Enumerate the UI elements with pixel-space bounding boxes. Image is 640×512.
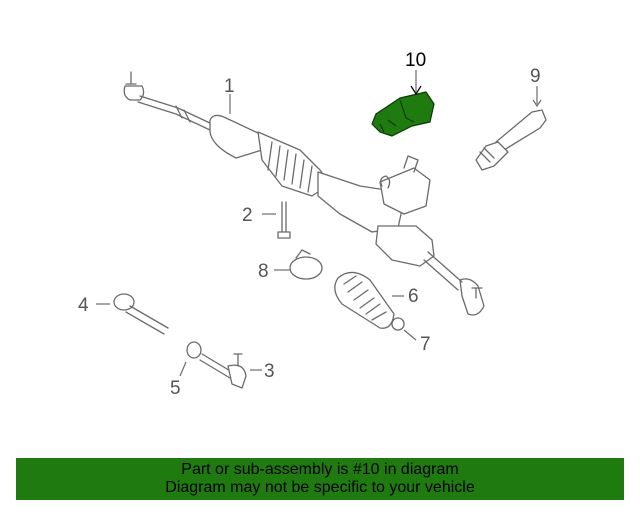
callout-6: 6	[408, 286, 419, 307]
callout-5: 5	[170, 378, 181, 399]
part-5-jam-nut[interactable]	[179, 341, 202, 377]
callout-9: 9	[530, 66, 541, 87]
banner-line-disclaimer: Diagram may not be specific to your vehi…	[165, 479, 475, 496]
callout-3: 3	[264, 361, 275, 382]
part-10-bracket[interactable]	[371, 70, 435, 137]
part-6-boot[interactable]	[334, 271, 404, 329]
callout-1: 1	[224, 76, 235, 97]
parts-diagram: 1 2 3 4 5 6 7 8 9 10	[78, 50, 547, 399]
callout-7: 7	[420, 334, 431, 355]
part-4-inner-tie-rod[interactable]	[96, 293, 169, 335]
part-2-bolt[interactable]	[262, 201, 291, 239]
part-1-steering-rack[interactable]	[123, 71, 485, 316]
callout-2: 2	[242, 205, 253, 226]
banner-line-part: Part or sub-assembly is #10 in diagram	[181, 461, 459, 478]
callout-10: 10	[405, 50, 426, 71]
part-3-outer-tie-rod-end[interactable]	[199, 353, 262, 389]
part-8-clamp[interactable]	[274, 249, 323, 280]
part-info-banner: Part or sub-assembly is #10 in diagram D…	[16, 458, 624, 500]
callout-8: 8	[258, 261, 269, 282]
part-7-nut[interactable]	[391, 317, 417, 341]
part-9-intermediate-shaft[interactable]	[475, 86, 547, 171]
callout-4: 4	[78, 295, 89, 316]
